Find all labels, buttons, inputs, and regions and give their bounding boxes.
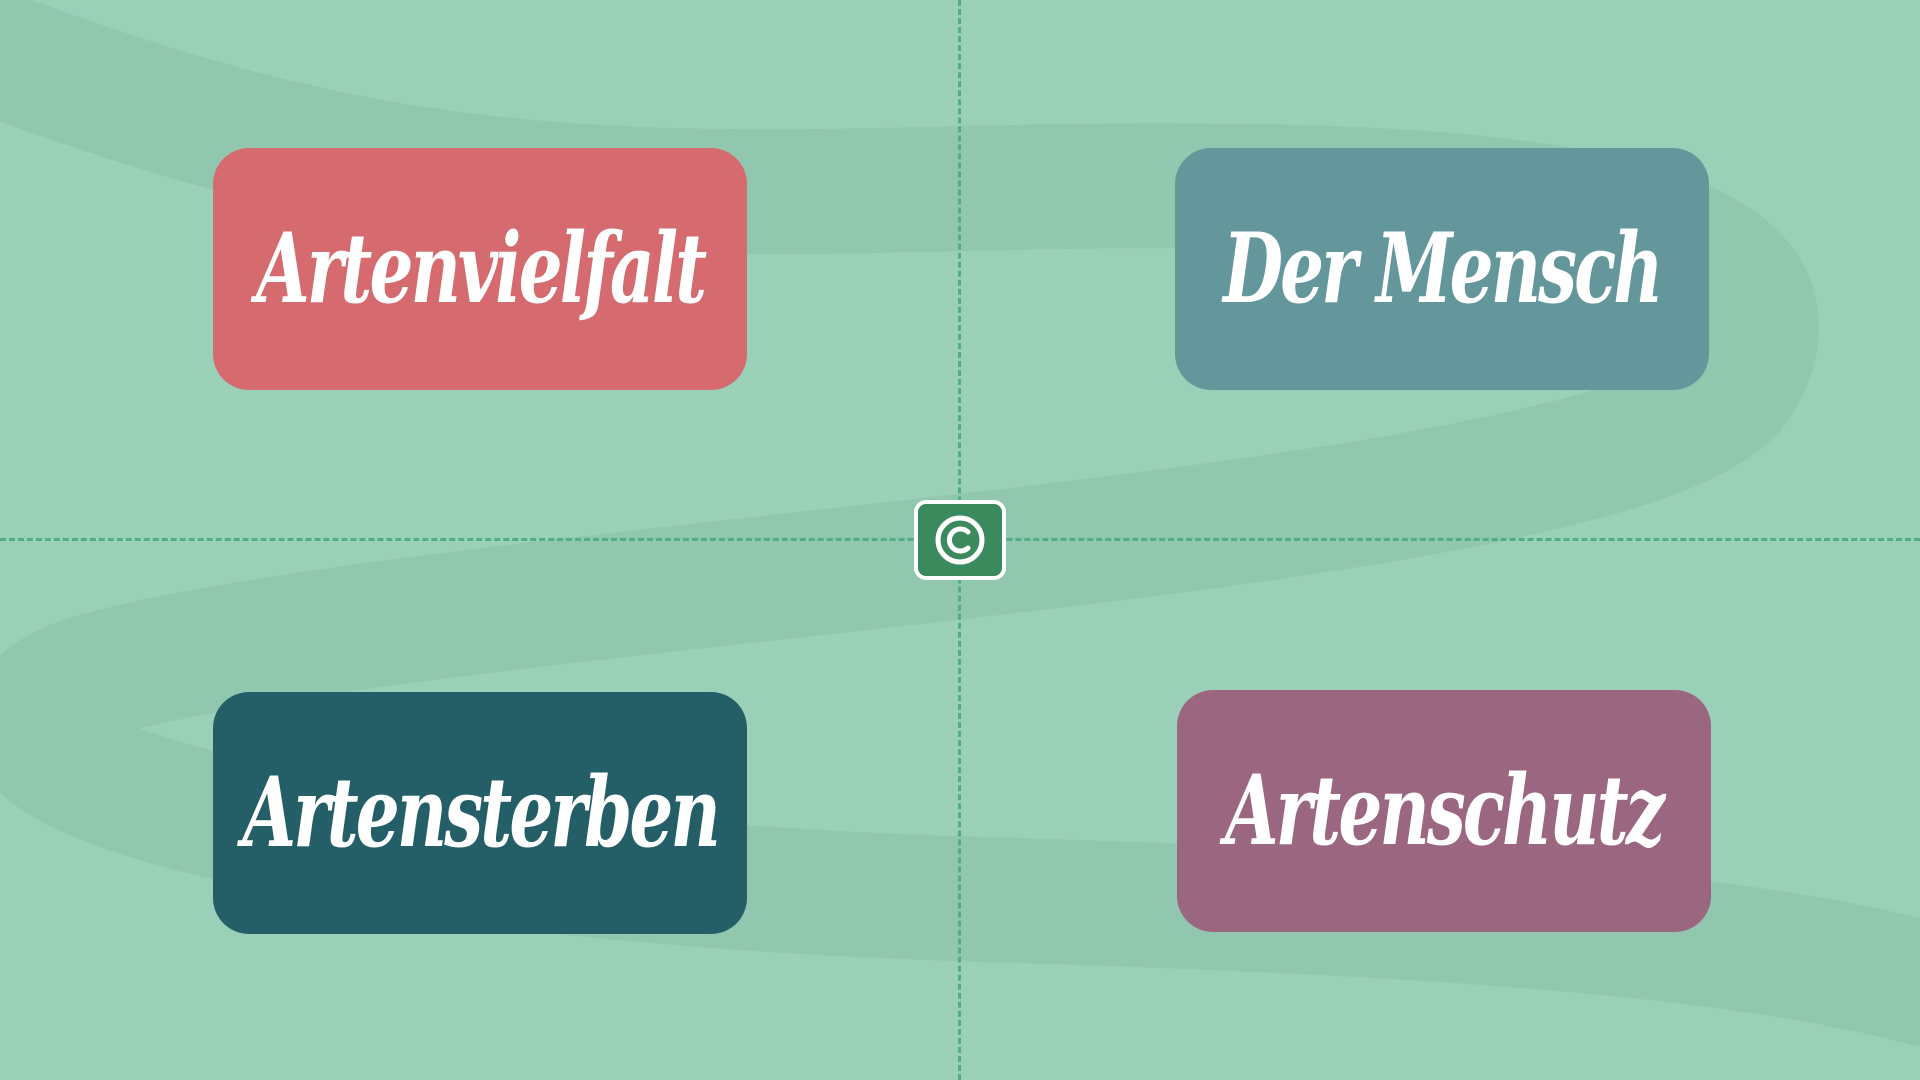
topic-card-der-mensch[interactable]: Der Mensch <box>1175 148 1709 390</box>
copyright-icon <box>935 515 985 565</box>
topic-card-artensterben[interactable]: Artensterben <box>213 692 747 934</box>
topic-card-artenschutz[interactable]: Artenschutz <box>1177 690 1711 932</box>
copyright-badge[interactable] <box>914 500 1006 580</box>
topic-card-label: Artenschutz <box>1225 754 1665 867</box>
topic-card-artenvielfalt[interactable]: Artenvielfalt <box>213 148 747 390</box>
topic-card-label: Artensterben <box>242 756 720 869</box>
topic-card-label: Der Mensch <box>1223 212 1663 325</box>
topic-card-label: Artenvielfalt <box>255 212 707 325</box>
